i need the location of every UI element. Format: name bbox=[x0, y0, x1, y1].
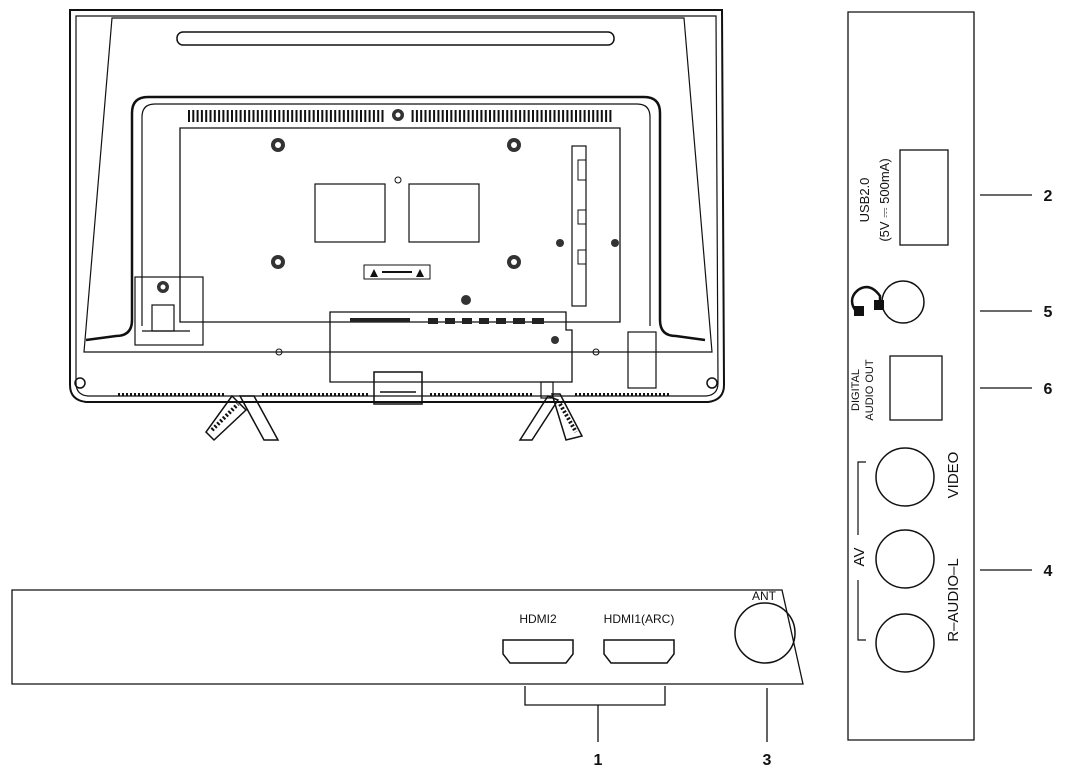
hdmi1-port bbox=[603, 639, 675, 664]
power-connector bbox=[134, 276, 204, 346]
callout-6: 6 bbox=[1044, 381, 1053, 398]
audio-r-jack bbox=[875, 613, 935, 673]
top-slot bbox=[176, 31, 615, 46]
hdmi1-label: HDMI1(ARC) bbox=[604, 612, 675, 626]
callout-3: 3 bbox=[763, 752, 772, 769]
usb-label: USB2.0 bbox=[857, 178, 872, 223]
callout-5: 5 bbox=[1044, 304, 1053, 321]
usb-port bbox=[899, 149, 949, 246]
callouts: 1 2 3 4 5 6 bbox=[524, 188, 1053, 769]
digital-audio-port bbox=[889, 355, 943, 421]
wall-mount-holes bbox=[157, 109, 619, 344]
headphone-icon bbox=[850, 285, 884, 316]
bottom-vents bbox=[118, 393, 669, 396]
side-connector-panel: USB2.0 (5V ⎓ 500mA) DIGITAL AUDIO OUT VI… bbox=[847, 11, 975, 741]
vent-slots bbox=[188, 110, 612, 122]
audio-label: R–AUDIO–L bbox=[945, 558, 962, 641]
earphone-jack bbox=[881, 280, 925, 324]
video-label: VIDEO bbox=[945, 452, 962, 499]
digital-audio-label-2: AUDIO OUT bbox=[864, 359, 876, 420]
usb-spec: (5V ⎓ 500mA) bbox=[877, 158, 892, 241]
stand-left bbox=[205, 394, 280, 442]
ant-label: ANT bbox=[752, 589, 777, 603]
callout-1: 1 bbox=[594, 752, 603, 769]
av-label: AV bbox=[851, 548, 868, 567]
bottom-ports bbox=[350, 318, 544, 324]
audio-l-jack bbox=[875, 529, 935, 589]
bottom-connector-panel: HDMI2 HDMI1(ARC) ANT bbox=[11, 589, 804, 685]
video-jack bbox=[875, 447, 935, 507]
ant-port bbox=[734, 602, 796, 664]
digital-audio-label-1: DIGITAL bbox=[850, 369, 862, 411]
callout-4: 4 bbox=[1044, 563, 1053, 580]
stand-right bbox=[518, 381, 584, 441]
hdmi2-port bbox=[502, 639, 574, 664]
tv-back-view bbox=[69, 9, 726, 442]
callout-2: 2 bbox=[1044, 188, 1053, 205]
warning-label bbox=[363, 264, 431, 280]
hdmi2-label: HDMI2 bbox=[519, 612, 557, 626]
